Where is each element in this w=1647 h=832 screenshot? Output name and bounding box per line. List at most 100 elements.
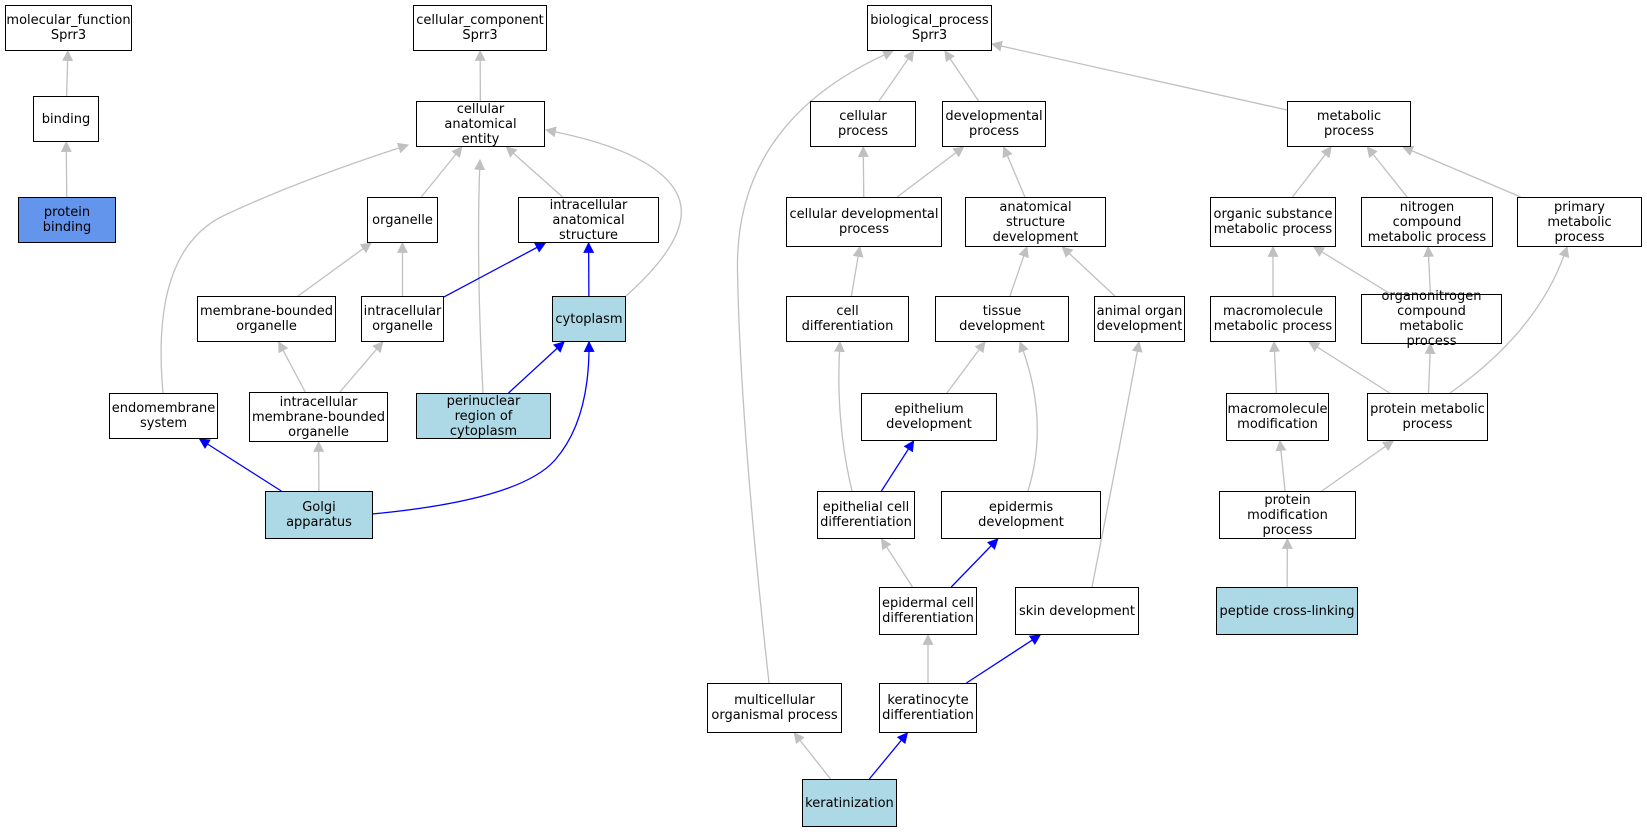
node-label: intracellular membrane-bounded organelle xyxy=(252,394,386,440)
node-label: animal organ development xyxy=(1096,304,1183,334)
node-label: multicellular organismal process xyxy=(711,693,838,723)
node-protein-binding[interactable]: protein binding xyxy=(18,197,116,243)
edge-organonitrogen-compound-metabolic-process-to-nitrogen-compound-metabolic-process xyxy=(1423,245,1435,295)
edge-binding-to-molecular-function xyxy=(62,49,74,97)
edge-metabolic-process-to-biological-process xyxy=(990,40,1288,111)
edge-intracellular-membrane-bounded-organelle-to-membrane-bounded-organelle xyxy=(278,341,306,393)
edge-epithelium-development-to-tissue-development xyxy=(946,341,986,394)
node-tissue-development[interactable]: tissue development xyxy=(935,296,1069,342)
node-label: macromolecule modification xyxy=(1227,402,1328,432)
edge-membrane-bounded-organelle-to-organelle xyxy=(297,242,372,297)
node-label: tissue development xyxy=(959,304,1045,334)
edge-epidermal-cell-differentiation-to-epithelial-cell-differentiation xyxy=(880,538,914,588)
node-membrane-bounded-organelle[interactable]: membrane-bounded organelle xyxy=(197,296,336,342)
node-label: biological_process Sprr3 xyxy=(870,13,989,43)
edge-keratinocyte-differentiation-to-skin-development xyxy=(966,634,1042,684)
node-skin-development[interactable]: skin development xyxy=(1015,587,1139,635)
node-label: cytoplasm xyxy=(555,311,623,327)
edge-keratinization-to-keratinocyte-differentiation xyxy=(868,732,909,780)
node-peptide-cross-linking[interactable]: peptide cross-linking xyxy=(1216,587,1358,635)
node-perinuclear-region[interactable]: perinuclear region of cytoplasm xyxy=(416,393,551,439)
node-label: binding xyxy=(41,111,91,127)
node-organic-substance-metabolic-process[interactable]: organic substance metabolic process xyxy=(1210,197,1336,247)
node-cytoplasm[interactable]: cytoplasm xyxy=(552,296,626,342)
node-nitrogen-compound-metabolic-process[interactable]: nitrogen compound metabolic process xyxy=(1361,197,1493,247)
node-label: macromolecule metabolic process xyxy=(1213,304,1333,334)
node-primary-metabolic-process[interactable]: primary metabolic process xyxy=(1517,197,1642,247)
node-label: cellular developmental process xyxy=(789,207,939,237)
node-macromolecule-modification[interactable]: macromolecule modification xyxy=(1226,393,1329,441)
node-label: cell differentiation xyxy=(801,304,894,334)
node-label: peptide cross-linking xyxy=(1219,603,1355,619)
node-binding[interactable]: binding xyxy=(33,96,99,142)
edge-keratinization-to-multicellular-organismal-process xyxy=(793,732,832,780)
node-organonitrogen-compound-metabolic-process[interactable]: organonitrogen compound metabolic proces… xyxy=(1361,289,1502,349)
edge-protein-metabolic-process-to-macromolecule-metabolic-process xyxy=(1308,341,1391,394)
edge-multicellular-organismal-process-to-biological-process xyxy=(736,49,895,684)
node-label: organelle xyxy=(372,212,433,228)
node-epithelial-cell-differentiation[interactable]: epithelial cell differentiation xyxy=(817,491,915,539)
edge-intracellular-organelle-to-intracellular-anatomical-structure xyxy=(443,242,547,298)
node-label: intracellular organelle xyxy=(363,304,442,334)
node-organelle[interactable]: organelle xyxy=(367,197,438,243)
node-label: epidermal cell differentiation xyxy=(882,596,974,626)
node-protein-metabolic-process[interactable]: protein metabolic process xyxy=(1367,393,1488,441)
edge-macromolecule-modification-to-macromolecule-metabolic-process xyxy=(1269,340,1281,394)
node-label: metabolic process xyxy=(1316,109,1382,139)
node-label: intracellular anatomical structure xyxy=(549,197,628,243)
edge-intracellular-anatomical-structure-to-cellular-anatomical-entity xyxy=(505,146,564,198)
node-epidermis-development[interactable]: epidermis development xyxy=(941,491,1101,539)
node-protein-modification-process[interactable]: protein modification process xyxy=(1219,491,1356,539)
node-anatomical-structure-development[interactable]: anatomical structure development xyxy=(965,197,1106,247)
edge-skin-development-to-animal-organ-development xyxy=(1091,340,1143,588)
edge-endomembrane-system-to-cellular-anatomical-entity xyxy=(160,142,410,394)
node-cellular-component[interactable]: cellular_component Sprr3 xyxy=(413,5,547,51)
node-macromolecule-metabolic-process[interactable]: macromolecule metabolic process xyxy=(1210,296,1336,342)
node-molecular-function[interactable]: molecular_function Sprr3 xyxy=(5,5,132,51)
edge-intracellular-membrane-bounded-organelle-to-intracellular-organelle xyxy=(339,341,384,393)
node-label: cellular_component Sprr3 xyxy=(416,13,544,43)
node-endomembrane-system[interactable]: endomembrane system xyxy=(109,393,218,439)
edge-golgi-apparatus-to-endomembrane-system xyxy=(198,438,282,492)
node-label: primary metabolic process xyxy=(1547,199,1612,245)
node-label: nitrogen compound metabolic process xyxy=(1367,199,1487,245)
node-cellular-developmental-process[interactable]: cellular developmental process xyxy=(786,197,942,247)
node-cellular-process[interactable]: cellular process xyxy=(810,101,916,147)
node-label: membrane-bounded organelle xyxy=(200,304,334,334)
node-label: cellular anatomical entity xyxy=(444,101,517,147)
node-metabolic-process[interactable]: metabolic process xyxy=(1287,101,1411,147)
node-label: protein modification process xyxy=(1247,492,1328,538)
node-intracellular-organelle[interactable]: intracellular organelle xyxy=(361,296,444,342)
edge-protein-binding-to-binding xyxy=(60,140,72,198)
node-label: perinuclear region of cytoplasm xyxy=(446,393,521,439)
node-developmental-process[interactable]: developmental process xyxy=(942,101,1046,147)
edge-primary-metabolic-process-to-metabolic-process xyxy=(1402,145,1521,198)
node-golgi-apparatus[interactable]: Golgi apparatus xyxy=(265,491,373,539)
node-keratinization[interactable]: keratinization xyxy=(802,779,897,827)
node-intracellular-membrane-bounded-organelle[interactable]: intracellular membrane-bounded organelle xyxy=(249,392,388,442)
edge-cytoplasm-to-cellular-anatomical-entity xyxy=(544,126,682,297)
node-epidermal-cell-differentiation[interactable]: epidermal cell differentiation xyxy=(879,587,977,635)
node-label: protein metabolic process xyxy=(1370,402,1485,432)
edge-tissue-development-to-anatomical-structure-development xyxy=(1009,245,1029,297)
node-label: keratinization xyxy=(805,795,894,811)
edge-protein-metabolic-process-to-primary-metabolic-process xyxy=(1449,245,1570,394)
node-cellular-anatomical-entity[interactable]: cellular anatomical entity xyxy=(416,101,545,147)
edge-cellular-process-to-biological-process xyxy=(878,50,915,102)
edge-epithelial-cell-differentiation-to-cell-differentiation xyxy=(833,340,853,492)
node-biological-process[interactable]: biological_process Sprr3 xyxy=(867,5,992,51)
edge-golgi-apparatus-to-cytoplasm xyxy=(371,340,595,515)
node-animal-organ-development[interactable]: animal organ development xyxy=(1094,296,1185,342)
edge-protein-modification-process-to-macromolecule-modification xyxy=(1275,439,1287,492)
node-label: skin development xyxy=(1018,603,1136,619)
node-intracellular-anatomical-structure[interactable]: intracellular anatomical structure xyxy=(518,197,659,243)
edge-protein-modification-process-to-protein-metabolic-process xyxy=(1321,440,1395,492)
node-label: epithelium development xyxy=(886,402,972,432)
node-multicellular-organismal-process[interactable]: multicellular organismal process xyxy=(707,683,842,733)
node-cell-differentiation[interactable]: cell differentiation xyxy=(786,296,909,342)
edge-developmental-process-to-biological-process xyxy=(944,50,980,102)
node-epithelium-development[interactable]: epithelium development xyxy=(861,393,997,441)
node-label: Golgi apparatus xyxy=(286,500,352,530)
node-keratinocyte-differentiation[interactable]: keratinocyte differentiation xyxy=(879,683,977,733)
